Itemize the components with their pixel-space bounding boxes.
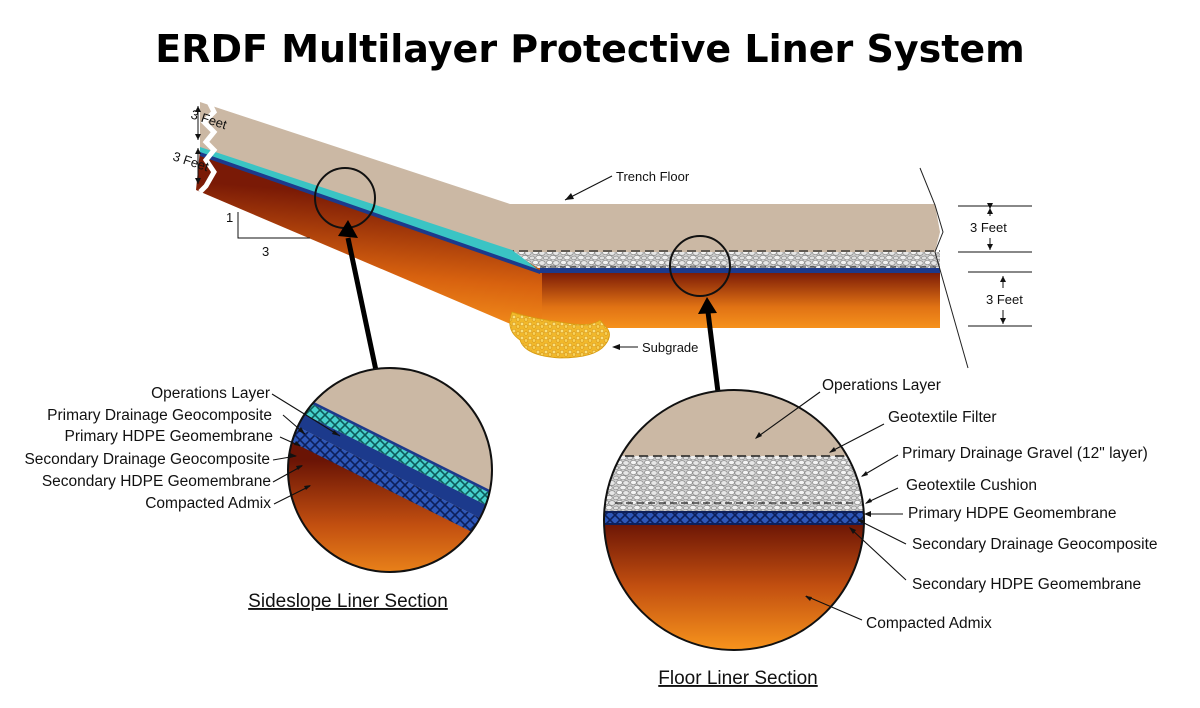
left-break-edge — [198, 98, 218, 194]
floor-top-thickness-label: 3 Feet — [970, 220, 1007, 235]
sideslope-arrowhead — [338, 220, 358, 238]
sideslope-layer-primary-hdpe: Primary HDPE Geomembrane — [65, 428, 273, 445]
floor-layer-drainage-gravel: Primary Drainage Gravel (12" layer) — [902, 445, 1148, 462]
sideslope-arrow — [345, 237, 381, 381]
drainage-gravel-band — [512, 252, 940, 268]
floor-bottom-thickness-label: 3 Feet — [986, 292, 1023, 307]
floor-arrowhead — [698, 297, 717, 314]
main-cross-section: 3 Feet 3 Feet 1 3 3 Feet — [171, 98, 1032, 393]
floor-detail-marker — [669, 235, 731, 297]
sideslope-layer-admix: Compacted Admix — [145, 495, 271, 512]
floor-thickness-dims: 3 Feet 3 Feet — [958, 203, 1032, 327]
sideslope-layer-secondary-drainage: Secondary Drainage Geocomposite — [24, 451, 270, 468]
floor-layer-geotextile-cushion: Geotextile Cushion — [906, 477, 1037, 494]
sideslope-layer-secondary-hdpe: Secondary HDPE Geomembrane — [42, 473, 271, 490]
floor-layer-geotextile-filter: Geotextile Filter — [888, 409, 997, 426]
floor-caption: Floor Liner Section — [658, 668, 817, 689]
floor-arrow — [705, 311, 721, 393]
floor-layer-operations: Operations Layer — [822, 377, 941, 394]
subgrade-label: Subgrade — [642, 340, 698, 355]
floor-layer-secondary-drainage: Secondary Drainage Geocomposite — [912, 536, 1158, 553]
section-break-line — [919, 167, 969, 369]
sideslope-layer-primary-drainage: Primary Drainage Geocomposite — [47, 407, 272, 424]
floor-layer-admix: Compacted Admix — [866, 615, 992, 632]
subgrade-blob — [509, 311, 610, 359]
sideslope-detail: Operations Layer Primary Drainage Geocom… — [24, 367, 493, 612]
slope-run-label: 3 — [262, 244, 269, 259]
floor-layer-secondary-hdpe: Secondary HDPE Geomembrane — [912, 576, 1141, 593]
slope-ratio: 1 3 — [226, 210, 310, 259]
sideslope-layer-operations: Operations Layer — [151, 385, 270, 402]
trench-floor-leader — [564, 175, 613, 201]
floor-layer-primary-hdpe: Primary HDPE Geomembrane — [908, 505, 1116, 522]
operations-layer-band — [200, 102, 940, 252]
trench-floor-label: Trench Floor — [616, 169, 690, 184]
floor-geomembrane-liner — [540, 268, 940, 273]
floor-detail: Operations Layer Geotextile Filter Prima… — [603, 377, 1158, 689]
compacted-admix-floor — [542, 272, 940, 328]
slope-rise-label: 1 — [226, 210, 233, 225]
sideslope-caption: Sideslope Liner Section — [248, 591, 448, 612]
diagram-title: ERDF Multilayer Protective Liner System — [155, 27, 1025, 71]
